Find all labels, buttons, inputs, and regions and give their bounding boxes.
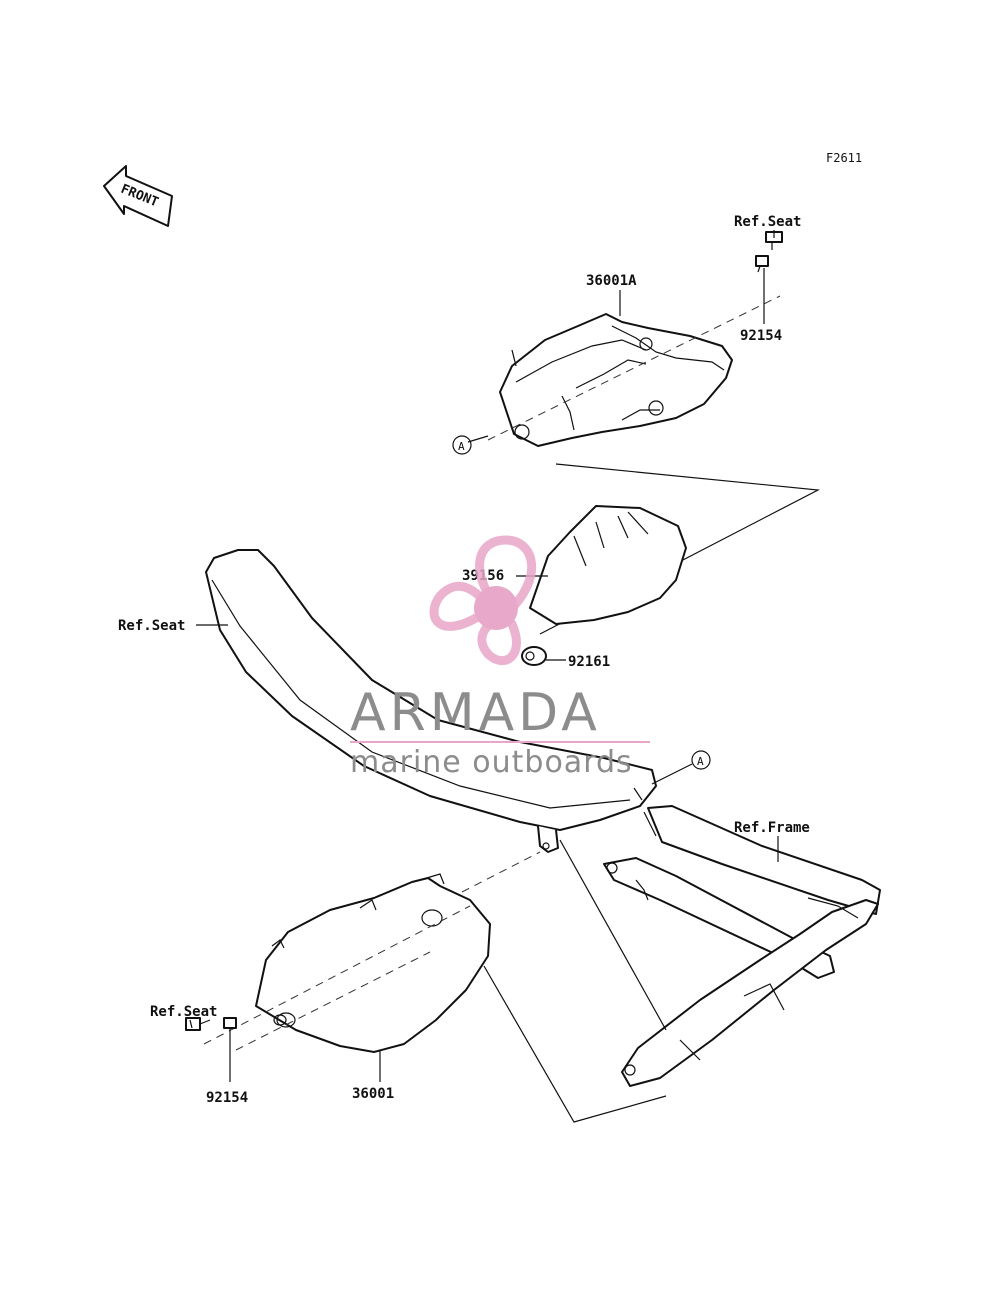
- callout-36001a: 36001A: [586, 273, 637, 289]
- svg-text:A: A: [697, 755, 704, 768]
- seat-main: [205, 549, 657, 853]
- side-cover-right: [499, 313, 733, 447]
- screw-92154-bottom-icon: [223, 1017, 237, 1082]
- bushing-92161-icon: [521, 646, 547, 666]
- subframe: [603, 805, 881, 1087]
- callout-92161: 92161: [568, 654, 610, 670]
- watermark-subtitle: marine outboards: [350, 745, 633, 780]
- bolt-ref-seat-bottom-icon: [185, 1017, 211, 1031]
- callout-ref-seat-main: Ref.Seat: [118, 618, 185, 634]
- callout-92154-top: 92154: [740, 328, 782, 344]
- callout-ref-seat-bottom: Ref.Seat: [150, 1004, 217, 1020]
- callout-ref-seat-top: Ref.Seat: [734, 214, 801, 230]
- callout-36001: 36001: [352, 1086, 394, 1102]
- marker-a-bottom: A: [691, 750, 711, 770]
- callout-92154-bottom: 92154: [206, 1090, 248, 1106]
- marker-a-top: A: [452, 435, 472, 455]
- figure-code: F2611: [826, 151, 862, 165]
- watermark-title: ARMADA: [350, 683, 601, 743]
- front-arrow-icon: FRONT: [103, 165, 173, 227]
- watermark-logo-icon: [429, 535, 537, 666]
- seat-foam-39156: [529, 505, 687, 625]
- side-cover-left: [255, 873, 491, 1053]
- screw-92154-top-icon: [755, 255, 769, 273]
- callout-ref-frame: Ref.Frame: [734, 820, 810, 836]
- svg-text:A: A: [458, 440, 465, 453]
